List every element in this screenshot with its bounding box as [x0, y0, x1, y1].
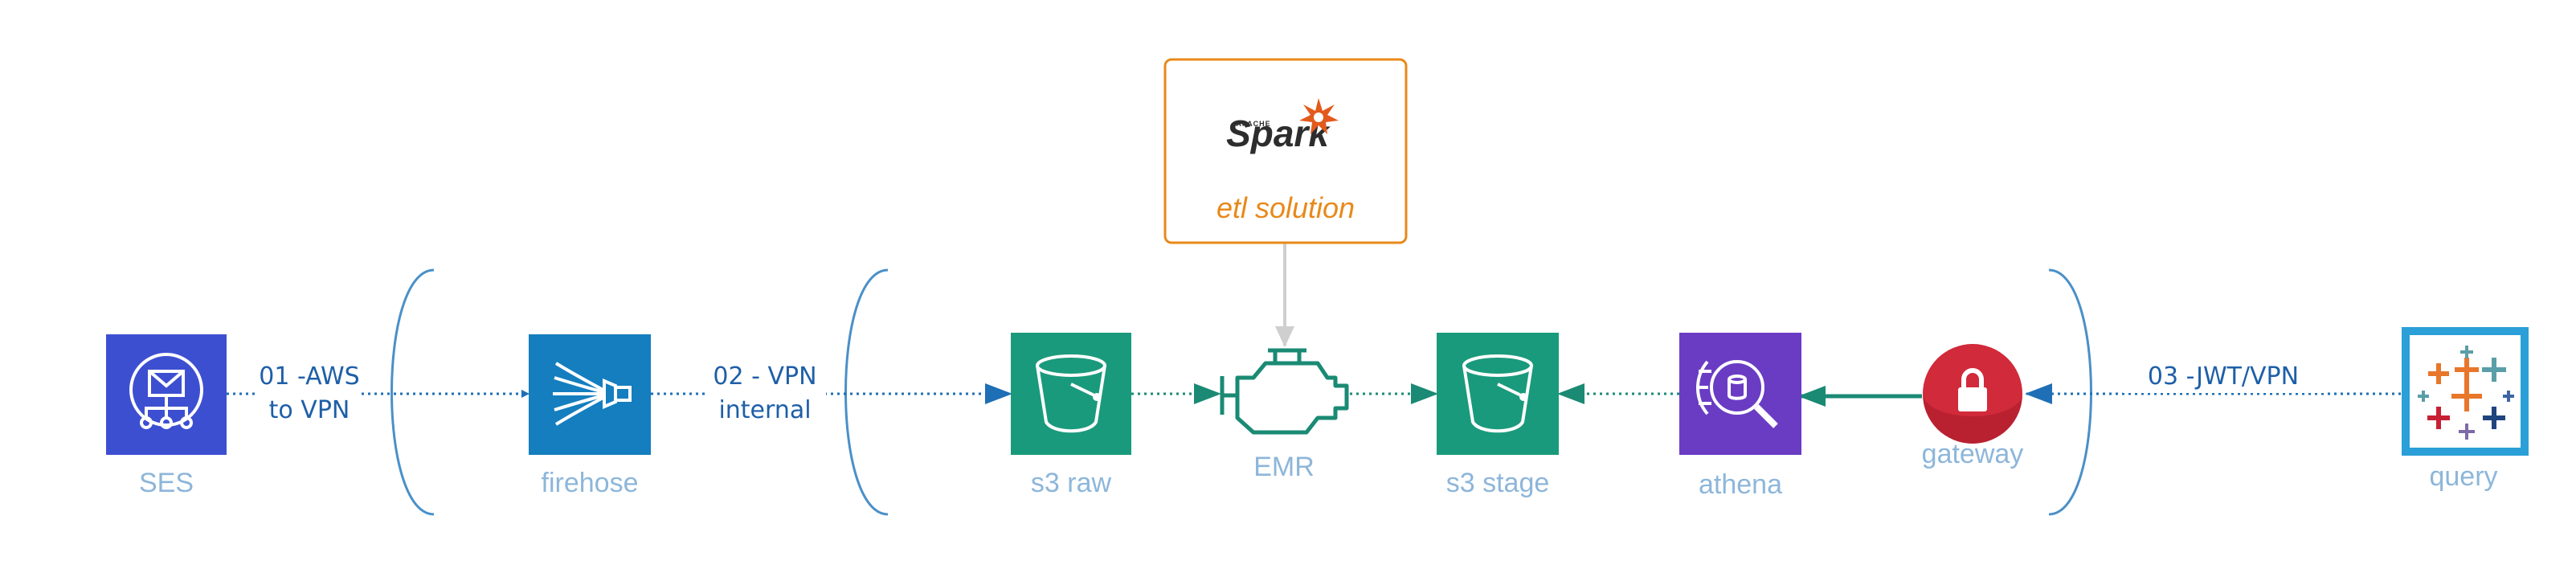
boundary-bracket-1	[390, 268, 435, 516]
emr-label: EMR	[1253, 452, 1315, 482]
etl-caption: etl solution	[1216, 191, 1355, 224]
ses-label: SES	[139, 468, 194, 498]
s3-raw-label: s3 raw	[1031, 468, 1112, 498]
query-label: query	[2429, 461, 2497, 492]
tableau-icon	[2418, 346, 2514, 440]
boundary-bracket-3	[2048, 268, 2092, 516]
emr-node	[1220, 348, 1349, 435]
athena-search-icon	[1696, 360, 1778, 428]
athena-label: athena	[1699, 469, 1782, 500]
gateway-node	[1923, 344, 2022, 444]
firehose-node	[529, 334, 651, 455]
s3-stage-label: s3 stage	[1446, 468, 1550, 498]
firehose-label: firehose	[542, 468, 639, 498]
edge-label-1-line1: 01 -AWS	[259, 362, 359, 391]
ses-icon	[129, 353, 203, 429]
boundary-bracket-2	[844, 268, 889, 516]
edge-label-2-line1: 02 - VPN	[713, 362, 816, 391]
ses-node	[106, 334, 227, 455]
firehose-icon	[553, 362, 632, 426]
spark-logo-small: APACHE	[1236, 120, 1270, 128]
bucket-icon	[1462, 354, 1533, 433]
etl-box: APACHE Spark etl solution	[1163, 58, 1408, 244]
spark-logo: APACHE Spark	[1226, 98, 1339, 154]
query-node	[2402, 327, 2529, 456]
s3-raw-node	[1011, 333, 1131, 455]
edge-label-1-line2: to VPN	[269, 396, 350, 424]
engine-icon	[1220, 348, 1349, 435]
edge-label-3: 03 -JWT/VPN	[2148, 362, 2299, 391]
lock-icon	[1958, 368, 1987, 411]
gateway-label: gateway	[1922, 439, 2024, 469]
s3-stage-node	[1437, 333, 1559, 455]
athena-node	[1679, 333, 1801, 455]
edge-label-2-line2: internal	[718, 396, 811, 424]
bucket-icon	[1036, 354, 1106, 433]
spark-star-icon	[1299, 98, 1339, 134]
